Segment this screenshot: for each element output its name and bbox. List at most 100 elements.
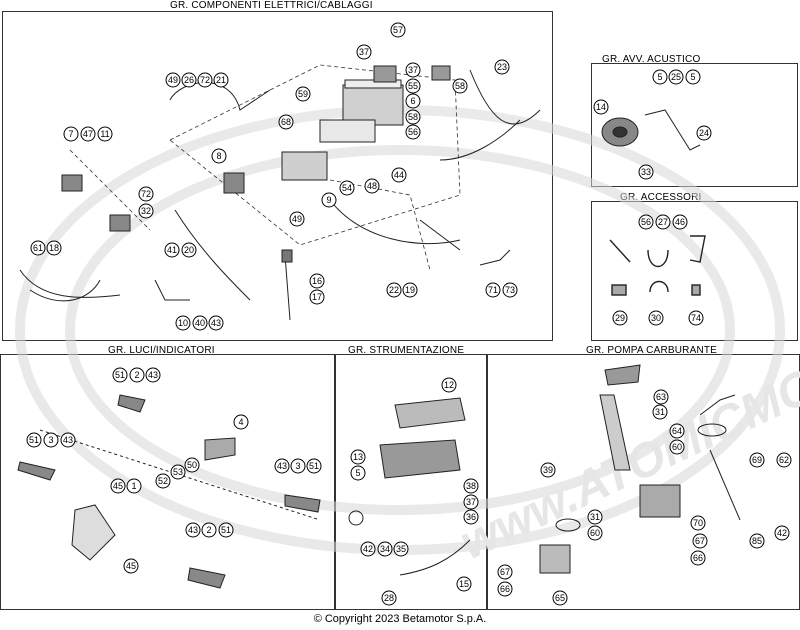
callout-47: 47 xyxy=(80,126,96,142)
svg-text:8: 8 xyxy=(216,151,221,161)
ecu xyxy=(281,151,328,181)
callout-l45b: 45 xyxy=(123,558,139,574)
svg-text:71: 71 xyxy=(488,285,498,295)
callout-p60b: 60 xyxy=(587,525,603,541)
svg-text:26: 26 xyxy=(184,75,194,85)
coil xyxy=(61,174,83,192)
svg-text:55: 55 xyxy=(408,81,418,91)
svg-text:13: 13 xyxy=(353,452,363,462)
callout-10: 10 xyxy=(175,315,191,331)
callout-a14: 14 xyxy=(593,99,609,115)
svg-text:39: 39 xyxy=(543,465,553,475)
callout-37b: 37 xyxy=(405,62,421,78)
callout-p85: 85 xyxy=(749,533,765,549)
callout-p64: 64 xyxy=(669,423,685,439)
svg-text:57: 57 xyxy=(393,25,403,35)
svg-text:60: 60 xyxy=(672,442,682,452)
svg-text:29: 29 xyxy=(615,313,625,323)
svg-text:85: 85 xyxy=(752,536,762,546)
svg-text:37: 37 xyxy=(359,47,369,57)
dashboard-support xyxy=(379,439,461,479)
callout-l2b: 2 xyxy=(201,522,217,538)
callout-72b: 72 xyxy=(138,186,154,202)
callout-p31: 31 xyxy=(652,404,668,420)
callout-11: 11 xyxy=(97,126,113,142)
headlight xyxy=(71,504,116,561)
callout-a25: 25 xyxy=(668,69,684,85)
callout-48: 48 xyxy=(364,178,380,194)
callout-l51d: 51 xyxy=(218,522,234,538)
group-title-acustico: GR. AVV. ACUSTICO xyxy=(602,54,701,65)
callout-68: 68 xyxy=(278,114,294,130)
callout-c74: 74 xyxy=(688,310,704,326)
callout-s34: 34 xyxy=(377,541,393,557)
callout-a24: 24 xyxy=(696,125,712,141)
spark-plug-cable xyxy=(284,254,291,321)
svg-text:48: 48 xyxy=(367,181,377,191)
callout-s15: 15 xyxy=(456,576,472,592)
svg-text:43: 43 xyxy=(277,461,287,471)
panel-componenti-elettrici xyxy=(2,11,553,341)
callout-49b: 49 xyxy=(289,211,305,227)
panel-accessori xyxy=(591,201,798,341)
svg-text:5: 5 xyxy=(657,72,662,82)
callout-21: 21 xyxy=(213,72,229,88)
callout-l45: 45 xyxy=(110,478,126,494)
svg-text:43: 43 xyxy=(148,370,158,380)
svg-text:38: 38 xyxy=(466,481,476,491)
wire-harness-left xyxy=(19,269,121,302)
svg-text:2: 2 xyxy=(134,370,139,380)
callout-8: 8 xyxy=(211,148,227,164)
svg-text:54: 54 xyxy=(342,183,352,193)
group-title-accessori: GR. ACCESSORI xyxy=(620,192,702,203)
dashboard xyxy=(394,397,466,429)
callout-22: 22 xyxy=(386,282,402,298)
svg-text:60: 60 xyxy=(590,528,600,538)
parts-elettrici xyxy=(19,65,541,321)
callout-l51b: 51 xyxy=(26,432,42,448)
svg-text:27: 27 xyxy=(658,217,668,227)
svg-text:65: 65 xyxy=(555,593,565,603)
svg-text:40: 40 xyxy=(195,318,205,328)
callout-s35: 35 xyxy=(393,541,409,557)
svg-text:64: 64 xyxy=(672,426,682,436)
callout-19: 19 xyxy=(402,282,418,298)
callout-l1: 1 xyxy=(126,478,142,494)
svg-text:19: 19 xyxy=(405,285,415,295)
svg-text:5: 5 xyxy=(355,468,360,478)
callout-p39: 39 xyxy=(540,462,556,478)
fuel-level-sensor xyxy=(639,484,681,518)
horn-bracket xyxy=(644,109,701,151)
relay xyxy=(373,65,397,83)
svg-text:42: 42 xyxy=(363,544,373,554)
callout-41: 41 xyxy=(164,242,180,258)
callout-p42: 42 xyxy=(774,525,790,541)
svg-text:22: 22 xyxy=(389,285,399,295)
callout-l51c: 51 xyxy=(306,458,322,474)
callout-73: 73 xyxy=(502,282,518,298)
spark-plug xyxy=(281,249,293,263)
callout-71: 71 xyxy=(485,282,501,298)
parts-strumentazione xyxy=(348,397,471,576)
callout-l43c: 43 xyxy=(274,458,290,474)
svg-text:45: 45 xyxy=(126,561,136,571)
callout-18: 18 xyxy=(46,240,62,256)
panel-luci-indicatori xyxy=(0,354,335,610)
callout-37: 37 xyxy=(356,44,372,60)
switch xyxy=(109,214,131,232)
svg-text:41: 41 xyxy=(167,245,177,255)
svg-text:49: 49 xyxy=(168,75,178,85)
svg-text:58: 58 xyxy=(408,112,418,122)
callout-p66: 66 xyxy=(690,550,706,566)
pump-flange xyxy=(539,544,571,574)
svg-text:66: 66 xyxy=(500,584,510,594)
svg-text:51: 51 xyxy=(29,435,39,445)
callout-58: 58 xyxy=(452,78,468,94)
callout-p67: 67 xyxy=(692,533,708,549)
callout-l2: 2 xyxy=(129,367,145,383)
group-title-pompa: GR. POMPA CARBURANTE xyxy=(586,345,718,356)
callout-s42: 42 xyxy=(360,541,376,557)
svg-text:37: 37 xyxy=(408,65,418,75)
svg-text:31: 31 xyxy=(655,407,665,417)
callout-l53: 53 xyxy=(170,464,186,480)
